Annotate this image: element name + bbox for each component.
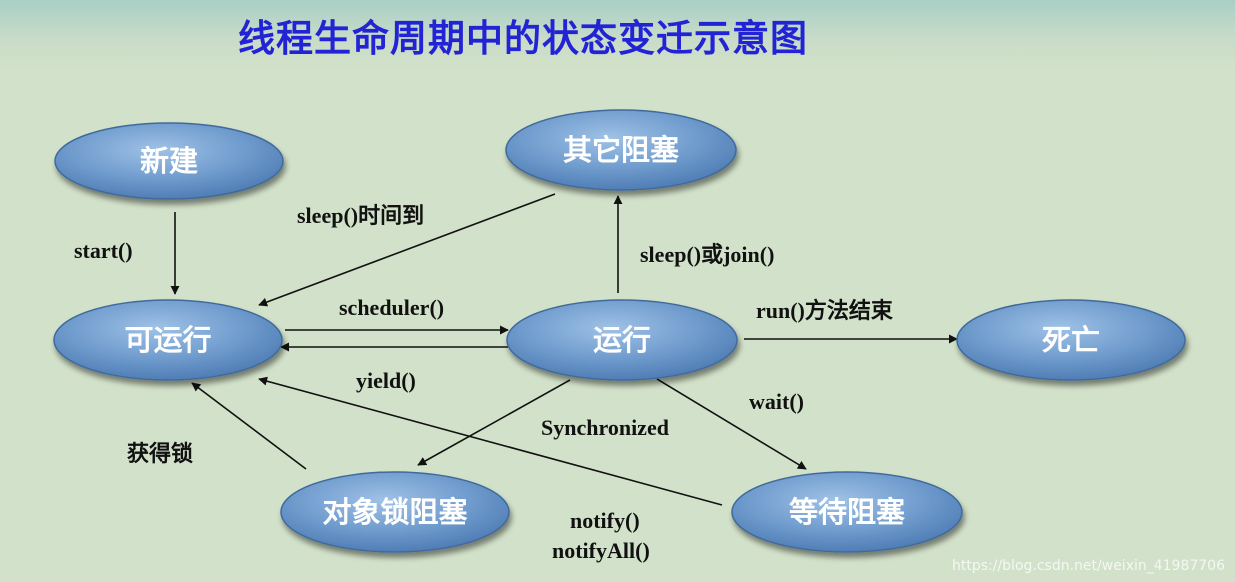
edge-sleep-done-arrow <box>258 193 556 307</box>
edge-get-lock-arrow <box>191 382 307 470</box>
node-other-blocked <box>505 109 737 191</box>
edge-wait-arrow <box>656 378 807 470</box>
edge-notify-arrow <box>258 376 723 506</box>
node-running-label: 运行 <box>593 323 651 357</box>
edge-scheduler-label: scheduler() <box>339 295 444 320</box>
edge-sleep-done-label: sleep()时间到 <box>297 203 424 228</box>
node-dead-label: 死亡 <box>1042 323 1100 357</box>
node-lock-blocked-label: 对象锁阻塞 <box>322 495 467 529</box>
edge-notify-label: notify() <box>570 508 640 533</box>
edge-synchronized-arrow <box>417 379 571 466</box>
edge-get-lock-label: 获得锁 <box>127 441 193 466</box>
edge-sleep-join-label: sleep()或join() <box>640 242 774 267</box>
edge-wait-label: wait() <box>749 389 804 414</box>
edge-yield-label: yield() <box>356 368 416 393</box>
watermark: https://blog.csdn.net/weixin_41987706 <box>951 558 1225 574</box>
edge-run-end-label: run()方法结束 <box>756 298 894 323</box>
node-wait-blocked <box>731 471 963 553</box>
edge-synchronized-label: Synchronized <box>541 415 669 440</box>
page-title: 线程生命周期中的状态变迁示意图 <box>238 17 808 60</box>
node-new <box>54 122 284 200</box>
node-lock-blocked <box>280 471 510 553</box>
node-other-blocked-label: 其它阻塞 <box>563 133 679 167</box>
edge-start-label: start() <box>74 238 133 263</box>
node-runnable <box>53 299 283 381</box>
node-dead <box>956 299 1186 381</box>
node-running <box>506 299 738 381</box>
node-new-label: 新建 <box>140 144 198 178</box>
edge-notify-all-label: notifyAll() <box>552 538 650 563</box>
node-wait-blocked-label: 等待阻塞 <box>789 495 905 529</box>
node-runnable-label: 可运行 <box>124 323 211 357</box>
